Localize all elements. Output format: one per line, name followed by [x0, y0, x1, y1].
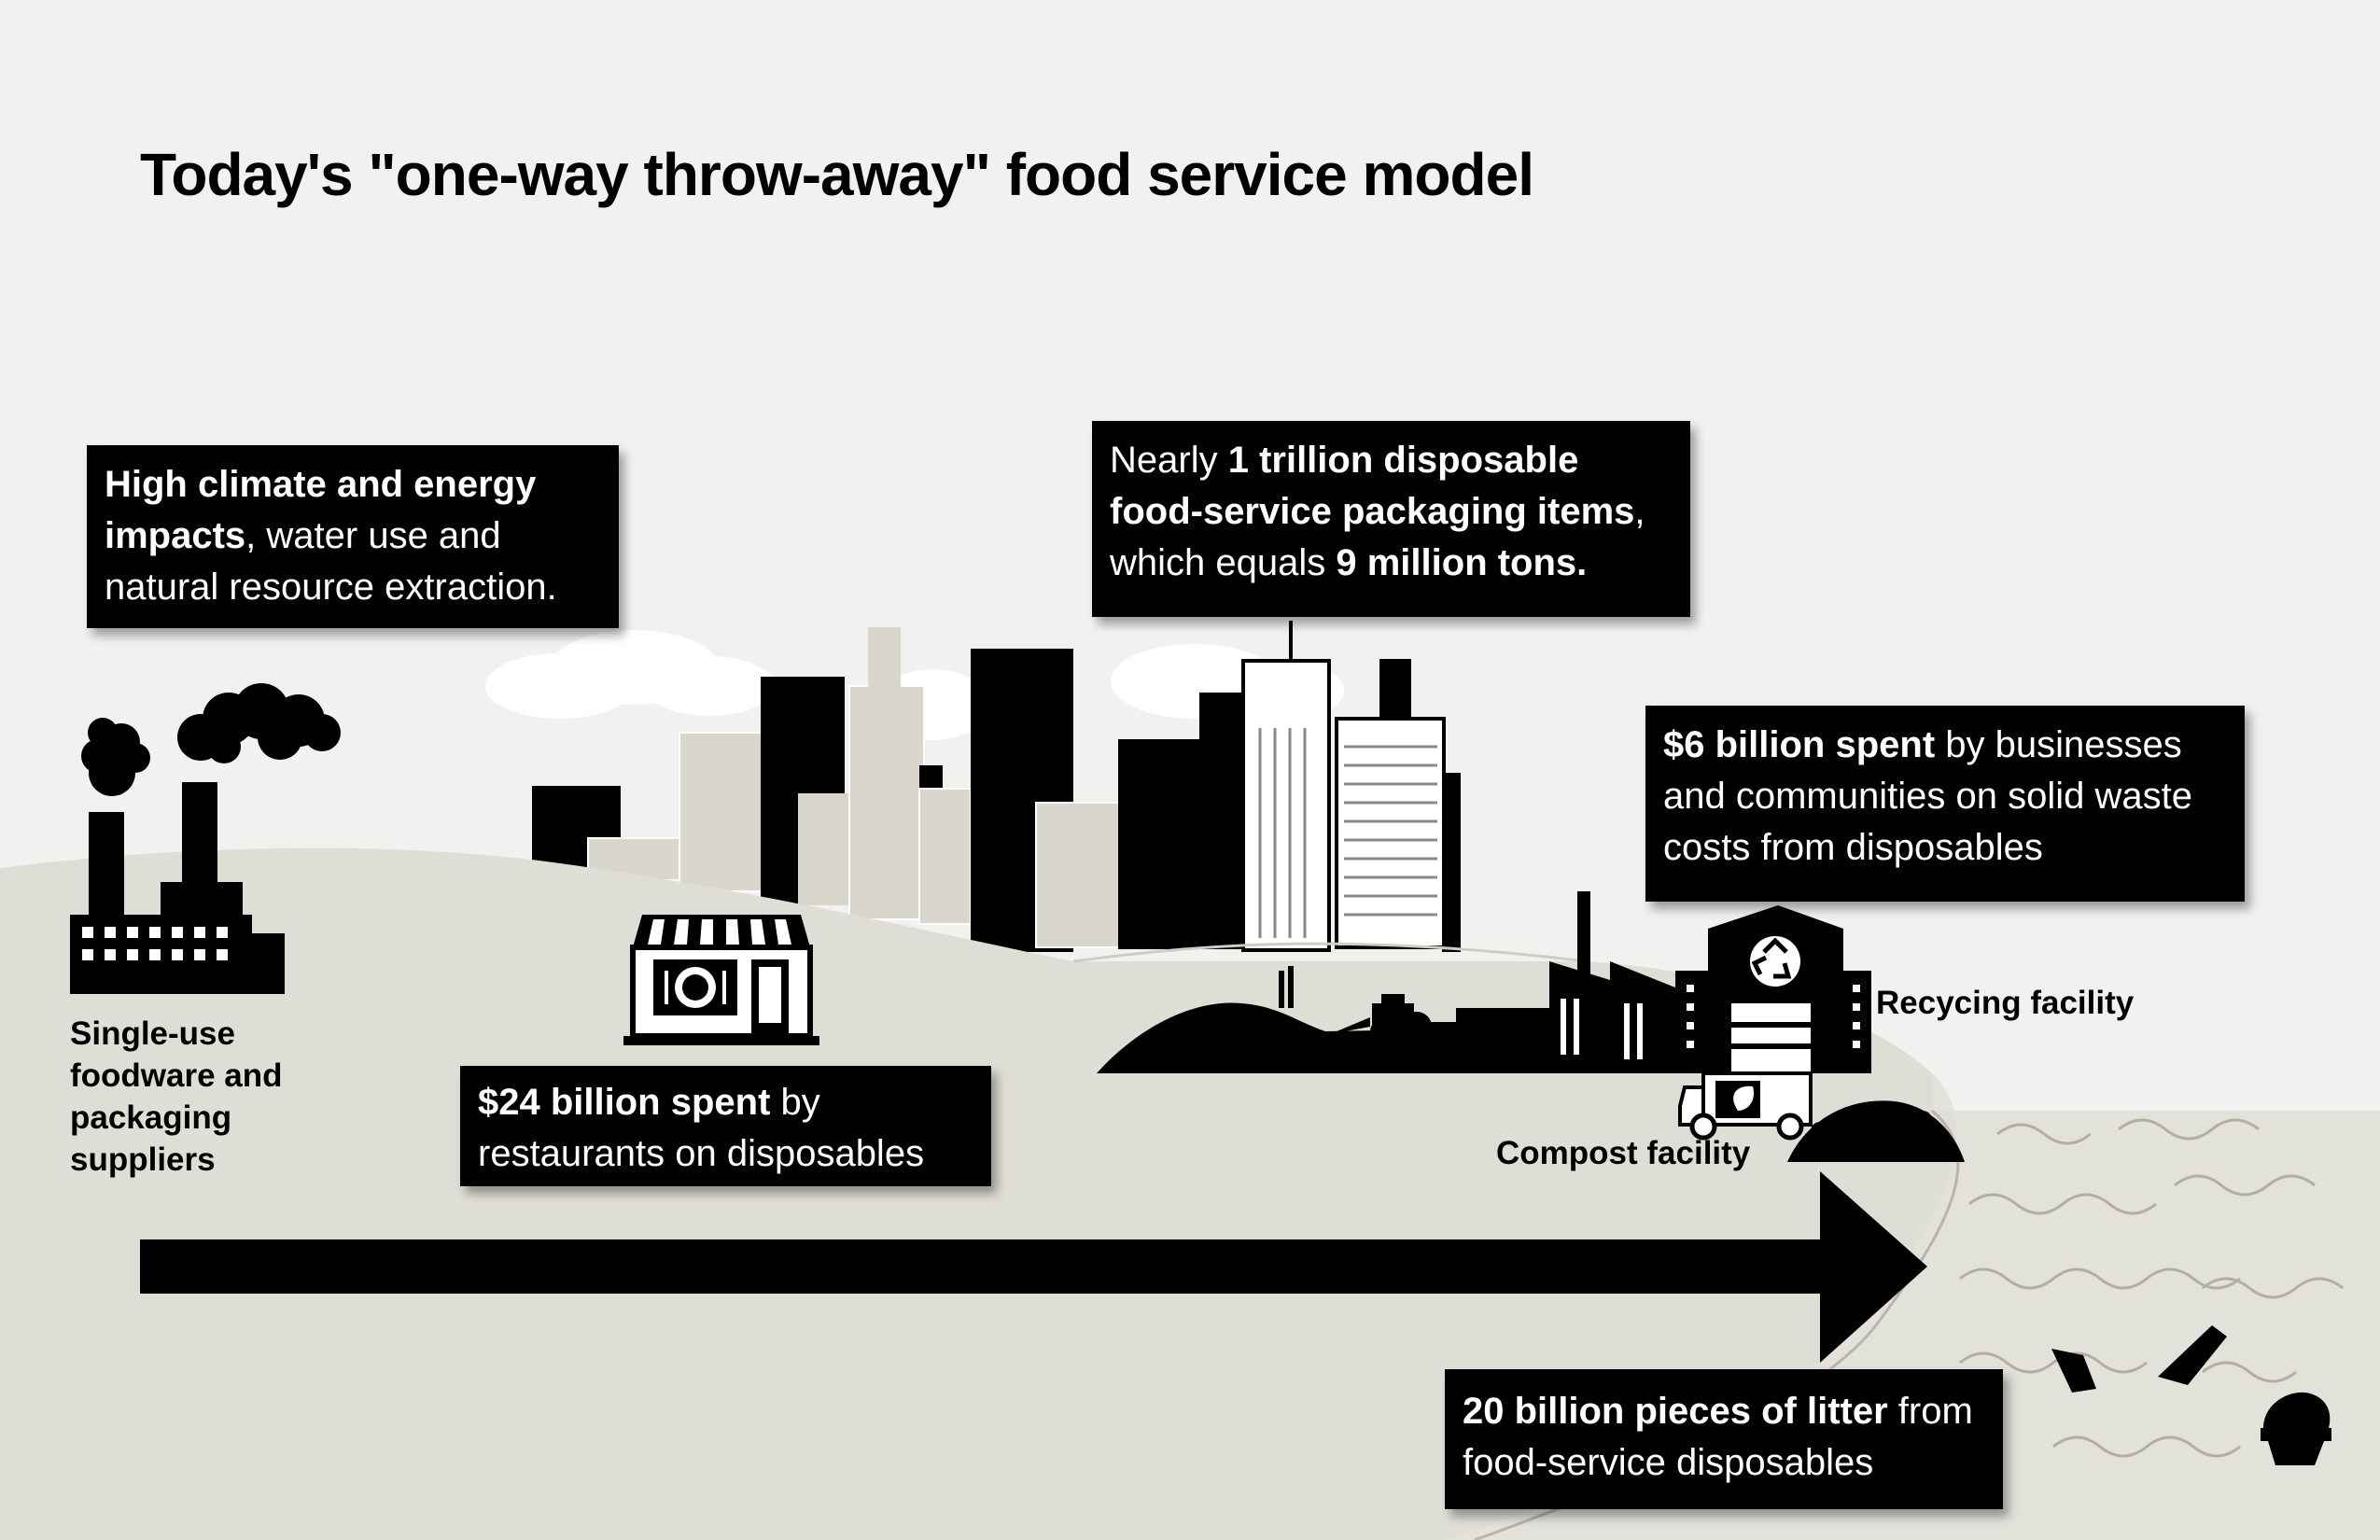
restaurant-storefront-icon — [623, 915, 819, 1045]
tractor-icon — [1330, 994, 1432, 1043]
callout-packaging-pre: Nearly — [1110, 440, 1228, 481]
callout-litter: 20 billion pieces of litter from food-se… — [1445, 1369, 2003, 1509]
callout-restaurants-bold: $24 billion spent — [478, 1082, 771, 1123]
callout-packaging-bold1: 1 trillion disposable food-service packa… — [1110, 440, 1635, 532]
callout-packaging-items: Nearly 1 trillion disposable food-servic… — [1092, 421, 1690, 617]
callout-litter-text: from food-service disposables — [1463, 1391, 1973, 1483]
callout-restaurants-text: by restaurants on disposables — [478, 1082, 925, 1174]
city-skyline-icon — [532, 621, 1461, 952]
compost-heap-icon — [1787, 1100, 1965, 1162]
smoke-icon — [81, 683, 341, 796]
flow-arrow-icon — [140, 1171, 1927, 1363]
callout-waste-text: by businesses and communities on solid w… — [1663, 724, 2192, 868]
litter-cup-icon — [2051, 1325, 2331, 1465]
ocean-waves-icon — [1447, 1073, 2380, 1540]
suppliers-label: Single-use foodware and packaging suppli… — [70, 1015, 283, 1178]
page-title: Today's "one-way throw-away" food servic… — [140, 141, 1534, 208]
factory-icon — [70, 782, 285, 994]
callout-restaurant-spending: $24 billion spent by restaurants on disp… — [460, 1066, 991, 1186]
recycling-facility-icon — [1675, 905, 1871, 1073]
callout-litter-bold: 20 billion pieces of litter — [1463, 1391, 1888, 1432]
compost-facility-label: Compost facility — [1496, 1135, 1751, 1171]
industrial-building-icon — [1549, 891, 1680, 1073]
callout-packaging-mid: , which equals — [1110, 491, 1645, 583]
leaf-icon — [1733, 1085, 1755, 1111]
compost-pile-icon — [1097, 966, 1587, 1073]
compost-truck-icon — [1678, 1071, 1813, 1141]
recycle-symbol-icon — [1750, 936, 1800, 987]
callout-climate-impacts: High climate and energy impacts, water u… — [87, 445, 619, 628]
callout-climate-bold: High climate and energy impacts — [105, 464, 537, 556]
callout-waste-bold: $6 billion spent — [1663, 724, 1936, 765]
callout-climate-text: , water use and natural resource extract… — [105, 515, 557, 608]
callout-packaging-bold2: 9 million tons. — [1336, 542, 1588, 583]
recycling-facility-label: Recycing facility — [1876, 985, 2135, 1021]
callout-solid-waste-costs: $6 billion spent by businesses and commu… — [1645, 706, 2245, 902]
